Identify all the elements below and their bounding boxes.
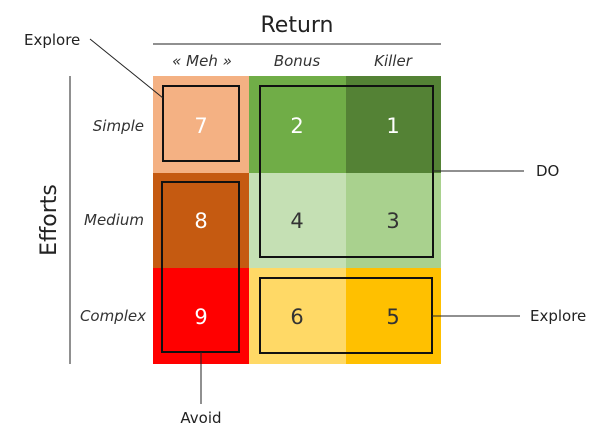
callout-avoid: Avoid — [180, 409, 221, 427]
cell-number-5: 5 — [386, 305, 399, 329]
return-title: Return — [260, 13, 333, 38]
row-label-simple: Simple — [93, 117, 144, 135]
row-label-complex: Complex — [80, 307, 146, 325]
cell-number-7: 7 — [194, 114, 207, 138]
cell-number-9: 9 — [194, 305, 207, 329]
column-label-bonus: Bonus — [274, 52, 320, 70]
callout-do: DO — [536, 162, 559, 180]
cell-number-8: 8 — [194, 209, 207, 233]
cell-number-4: 4 — [290, 209, 303, 233]
cell-number-6: 6 — [290, 305, 303, 329]
cell-simple-killer — [346, 76, 441, 173]
cell-medium-killer — [346, 173, 441, 268]
cell-number-3: 3 — [386, 209, 399, 233]
cell-simple-bonus — [249, 76, 346, 173]
explore-top-connector — [89, 38, 164, 99]
explore-quick-box — [162, 85, 240, 162]
cell-complex-bonus — [249, 268, 346, 364]
cell-complex-meh — [153, 268, 249, 364]
callout-explore-right: Explore — [530, 307, 586, 325]
efforts-title: Efforts — [37, 184, 62, 256]
cell-medium-meh — [153, 173, 249, 268]
cell-number-2: 2 — [290, 114, 303, 138]
column-label-meh: « Meh » — [172, 52, 232, 70]
cell-number-1: 1 — [386, 114, 399, 138]
cell-medium-bonus — [249, 173, 346, 268]
callout-explore-top: Explore — [24, 31, 80, 49]
cell-simple-meh — [153, 76, 249, 173]
row-label-medium: Medium — [84, 211, 144, 229]
column-label-killer: Killer — [374, 52, 413, 70]
cell-complex-killer — [346, 268, 441, 364]
